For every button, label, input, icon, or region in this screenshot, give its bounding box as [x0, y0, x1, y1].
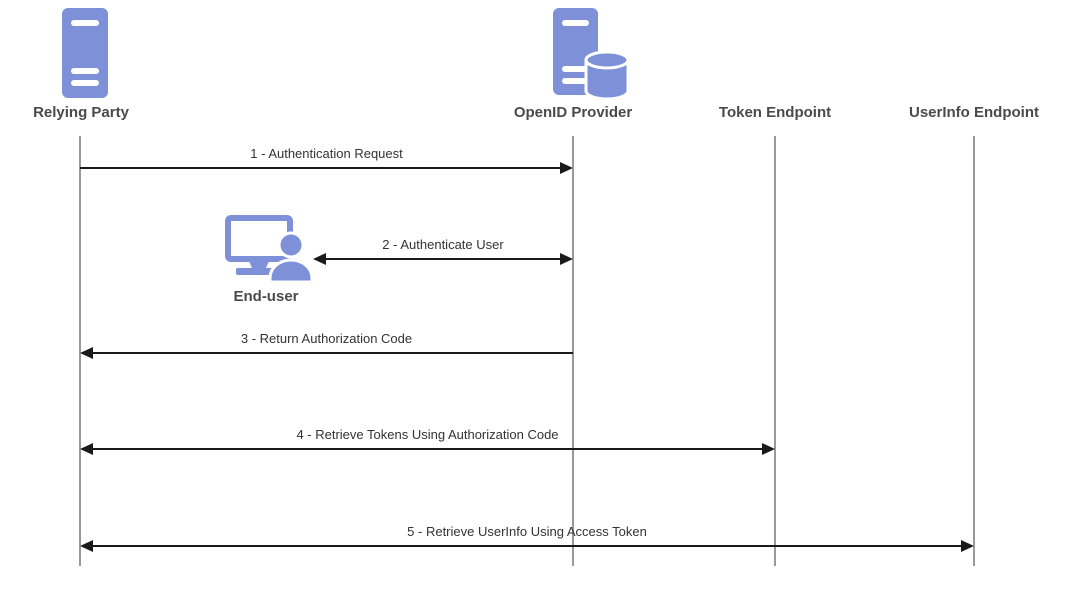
user-computer-icon: [225, 215, 314, 282]
participant-label-token-endpoint: Token Endpoint: [718, 104, 832, 121]
message-label-5: 5 - Retrieve UserInfo Using Access Token: [407, 524, 647, 539]
arrowhead-left-4: [80, 443, 93, 455]
message-label-4: 4 - Retrieve Tokens Using Authorization …: [296, 427, 559, 442]
arrowhead-left-2: [313, 253, 326, 265]
arrowhead-left-5: [80, 540, 93, 552]
message-line-1: [80, 167, 563, 169]
message-label-1: 1 - Authentication Request: [250, 146, 403, 161]
server-icon: [62, 8, 108, 98]
arrowhead-right-4: [762, 443, 775, 455]
participant-label-openid-provider: OpenID Provider: [513, 104, 633, 121]
arrowhead-right-2: [560, 253, 573, 265]
message-line-3: [91, 352, 573, 354]
arrowhead-left-3: [80, 347, 93, 359]
server-database-icon: [553, 8, 629, 101]
arrowhead-right-1: [560, 162, 573, 174]
lifeline-token-endpoint: [774, 136, 776, 566]
message-line-4: [91, 448, 764, 450]
arrowhead-right-5: [961, 540, 974, 552]
participant-label-relying-party: Relying Party: [33, 104, 129, 121]
message-line-5: [91, 545, 963, 547]
lifeline-openid-provider: [572, 136, 574, 566]
message-line-2: [324, 258, 563, 260]
lifeline-userinfo-endpoint: [973, 136, 975, 566]
actor-label-end-user: End-user: [233, 288, 299, 305]
message-label-2: 2 - Authenticate User: [382, 237, 504, 252]
participant-label-userinfo-endpoint: UserInfo Endpoint: [909, 104, 1039, 121]
message-label-3: 3 - Return Authorization Code: [240, 331, 413, 346]
